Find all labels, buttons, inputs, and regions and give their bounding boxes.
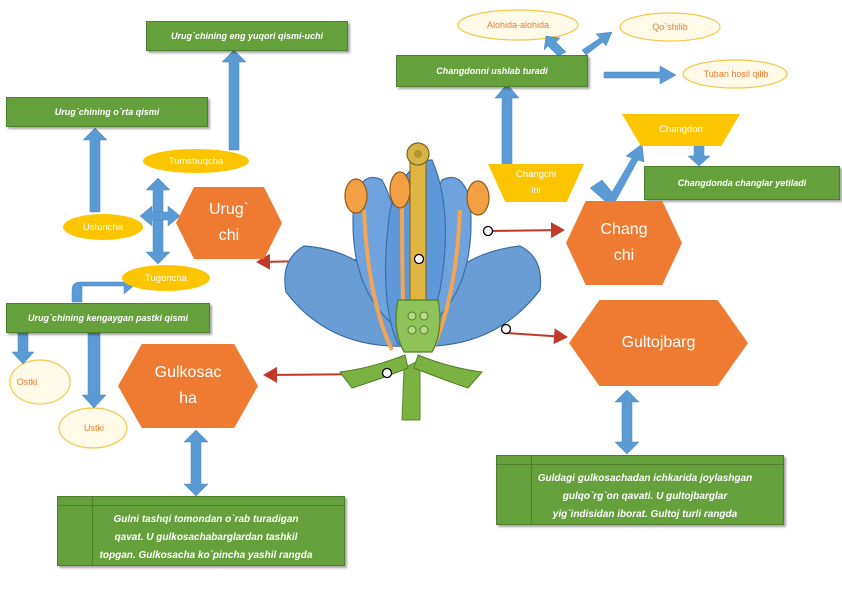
sepal-hexagon: Gulkosac ha [118,344,258,428]
anther-label: Changdon [622,114,740,146]
sepal-description-text: Gulni tashqi tomondan o`rab turadigan qa… [99,514,313,579]
anther-box: Changdonda changlar yetiladi [644,166,840,200]
pistil-hexagon: Urug` chi [176,187,282,259]
pistil-middle-box: Urug`chining o`rta qismi [6,97,208,127]
cloud-separate: Alohida-alohida [486,20,550,30]
pistil-bottom-box: Urug`chining kengaygan pastki qismi [6,303,210,333]
cloud-joined: Qo`shilib [652,22,688,32]
ovary-upper-label: Ustki [84,423,104,433]
filament-box: Changdonni ushlab turadi [396,55,588,87]
petal-description-box: Guldagi gulkosachadan ichkarida joylashg… [496,455,784,538]
cloud-tube: Tuban hosil qilib [703,69,769,79]
flower-illustration [284,142,542,421]
connector-arrows [11,31,711,497]
petal-description-text: Guldagi gulkosachadan ichkarida joylashg… [537,473,753,538]
stamen-hexagon: Chang chi [566,201,682,285]
stigma-label: Tumshuqcha [143,149,249,173]
sepal-description-box: Gulni tashqi tomondan o`rab turadigan qa… [57,496,345,579]
petal-hexagon: Gultojbarg [569,300,748,386]
cloud-shapes [9,9,788,449]
filament-label: Changchi ini [488,164,584,202]
ovary-lower-label: Ostki [16,377,38,387]
pistil-top-box: Urug`chining eng yuqori qismi-uchi [146,21,348,51]
style-label: Ustuncha [63,214,143,240]
ovary-label: Tugoncha [122,265,210,291]
